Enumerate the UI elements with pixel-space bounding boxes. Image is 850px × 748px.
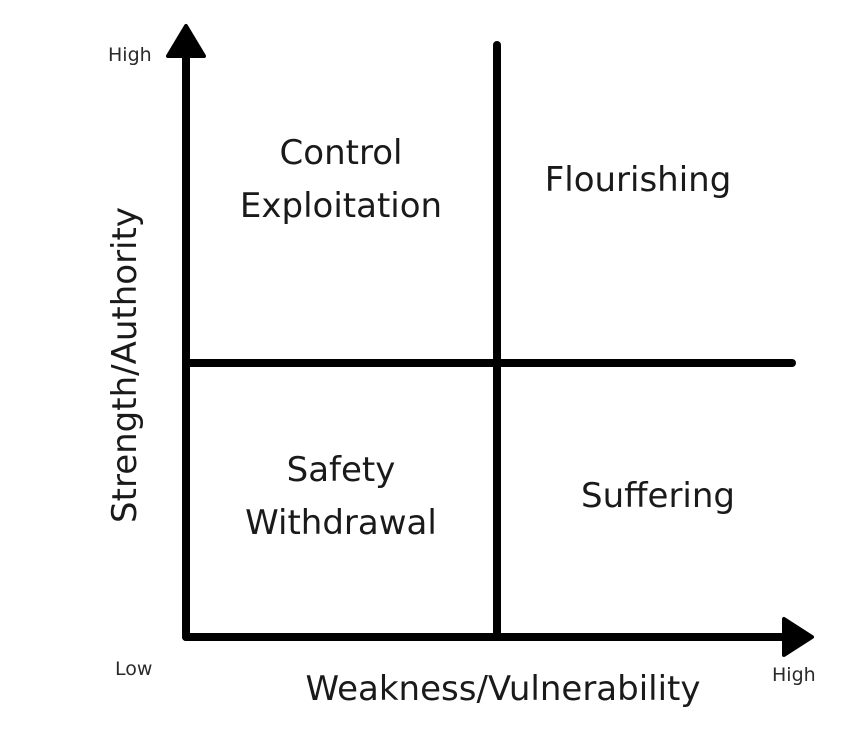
quadrant-bottom-left: Safety Withdrawal xyxy=(200,444,482,550)
x-axis-high-label: High xyxy=(772,664,816,686)
y-axis-arrowhead xyxy=(166,24,206,58)
y-axis-high-label: High xyxy=(108,44,152,66)
quadrant-top-left-line-1: Control xyxy=(279,133,403,173)
quadrant-top-right-line-1: Flourishing xyxy=(544,160,732,200)
quadrant-top-right: Flourishing xyxy=(512,154,764,207)
y-axis-title: Strength/Authority xyxy=(105,207,145,523)
quadrant-bottom-left-line-2: Withdrawal xyxy=(245,503,437,543)
x-axis-title: Weakness/Vulnerability xyxy=(305,669,701,709)
quadrant-top-left-line-2: Exploitation xyxy=(239,186,443,226)
x-axis-arrowhead xyxy=(782,617,814,657)
quadrant-top-left: Control Exploitation xyxy=(200,127,482,233)
quadrant-bottom-left-line-1: Safety xyxy=(286,450,396,490)
quadrant-bottom-right: Suffering xyxy=(532,470,784,523)
origin-low-label: Low xyxy=(115,658,153,680)
quadrant-bottom-right-line-1: Suffering xyxy=(580,476,736,516)
